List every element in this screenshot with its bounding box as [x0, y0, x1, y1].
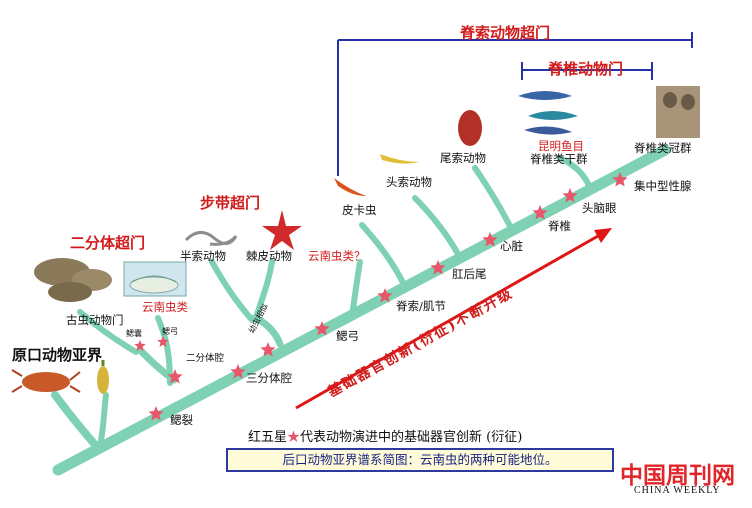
yunnanozoon-icon — [123, 261, 187, 297]
cephalochordata-label: 头索动物 — [386, 175, 432, 189]
star-gill-slits — [148, 406, 164, 421]
branch-vetulicolia — [77, 309, 139, 355]
branch-bilateral-stem — [136, 346, 178, 384]
legend-suffix: 代表动物演进中的基础器官创新 (衍征) — [300, 430, 523, 445]
node-gonad-label: 集中型性腺 — [634, 179, 692, 193]
illustrations — [11, 86, 700, 394]
urochordata-label: 尾索动物 — [440, 151, 486, 165]
node-post-anal-tail-label: 肛后尾 — [452, 267, 487, 281]
sea-star-icon — [262, 210, 302, 250]
star-gill-sac — [134, 340, 146, 351]
node-gill-slits-label: 鳃裂 — [170, 413, 193, 427]
hemichordata-label: 半索动物 — [180, 249, 226, 263]
node-heart-label: 心脏 — [500, 239, 523, 253]
china-weekly-logo-en: CHINA WEEKLY — [634, 485, 721, 496]
node-tripartite-label: 三分体腔 — [246, 371, 292, 385]
node-myomere-label: 脊索/肌节 — [396, 299, 446, 313]
lobster-icon — [11, 369, 81, 393]
star-heart — [482, 232, 498, 247]
node-head-brain-eye-label: 头脑眼 — [582, 201, 617, 215]
legend: 红五星★代表动物演进中的基础器官创新 (衍征) — [248, 426, 522, 445]
stem-vert-label: 脊椎类干群 — [530, 152, 588, 166]
vetulicolian-fossil-icon — [34, 258, 112, 302]
worm-icon — [97, 360, 109, 394]
star-gonad — [612, 172, 628, 187]
star-vertebra — [532, 205, 548, 220]
branch-protostome — [51, 391, 102, 452]
star-myomere — [377, 288, 393, 303]
branch-protostome-b — [97, 392, 109, 450]
star-icon: ★ — [287, 430, 301, 445]
primate-icon — [656, 86, 700, 138]
star-post-anal-tail — [430, 260, 446, 275]
branch-yunnan-b — [349, 259, 363, 319]
legend-prefix: 红五星 — [248, 430, 288, 445]
branch-stem-vert — [557, 155, 593, 191]
branch-echinodermata — [253, 259, 275, 321]
star-head-brain-eye — [562, 188, 578, 203]
star-gill-arch-small — [157, 336, 169, 347]
echinodermata-label: 棘皮动物 — [246, 249, 292, 263]
chordata-label: 脊索动物超门 — [460, 24, 551, 42]
yunnan-a-label: 云南虫类 — [142, 300, 188, 314]
branch-pikaia — [359, 222, 408, 290]
kunming-fish-icon — [518, 91, 578, 135]
brackets — [337, 32, 693, 176]
node-gill-arch-small-label: 鳃弓 — [162, 327, 178, 336]
pikaia-icon — [334, 178, 366, 196]
kunming-label: 昆明鱼目 — [538, 139, 584, 153]
branch-hemichordata — [209, 259, 255, 323]
vertebrata-label: 脊椎动物门 — [548, 60, 624, 78]
lancelet-icon — [380, 154, 420, 164]
crown-vert-label: 脊椎类冠群 — [634, 141, 692, 155]
branch-cephalochordata — [412, 195, 463, 261]
branch-urochordata — [472, 165, 515, 233]
subtitle-box: 后口动物亚界谱系简图：云南虫的两种可能地位。 — [226, 448, 614, 472]
node-vertebra-label: 脊椎 — [548, 219, 571, 233]
china-weekly-logo: 中国周刊网 — [620, 462, 735, 489]
branch-ambulacraria — [250, 314, 284, 348]
star-larva — [260, 342, 276, 357]
bilateral-superphylum-label: 二分体超门 — [70, 234, 146, 252]
tunicate-icon — [458, 110, 482, 146]
ambulacraria-label: 步带超门 — [200, 194, 261, 212]
protostome-label: 原口动物亚界 — [12, 346, 103, 364]
yunnan-b-label: 云南虫类？ — [308, 249, 366, 263]
vetulicolia-label: 古虫动物门 — [66, 313, 124, 327]
star-bipartite — [167, 369, 183, 384]
star-tripartite — [230, 364, 246, 379]
node-bipartite-label: 二分体腔 — [186, 353, 225, 364]
acorn-worm-icon — [184, 231, 238, 246]
innovation-arrow — [295, 228, 612, 410]
star-gill-arch — [314, 321, 330, 336]
pikaia-label: 皮卡虫 — [342, 203, 377, 217]
innovation-stars — [134, 172, 628, 421]
node-gill-arch-label: 鳃弓 — [336, 329, 359, 343]
node-gill-sac-label: 鳃囊 — [126, 329, 142, 338]
